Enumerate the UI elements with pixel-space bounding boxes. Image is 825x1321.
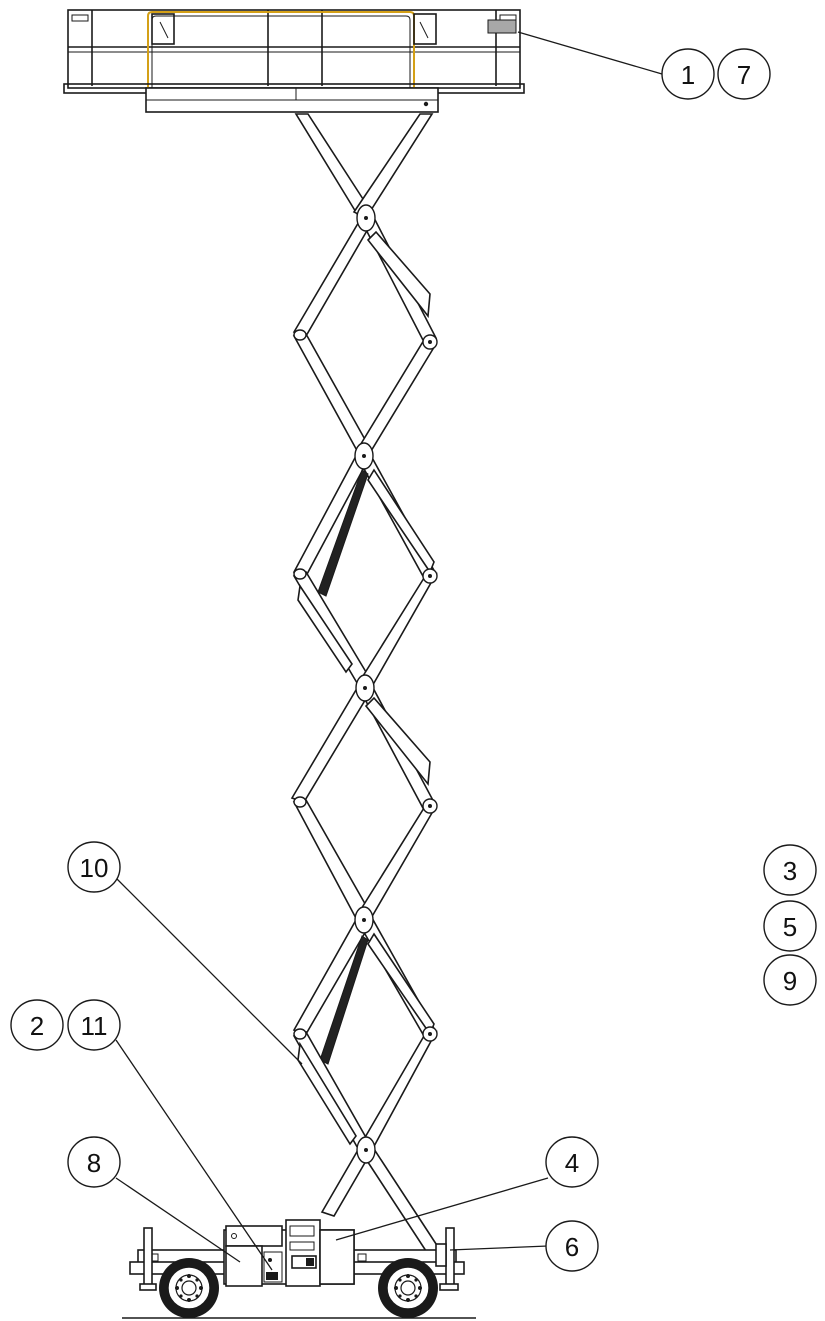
callout-1-label: 1 xyxy=(681,60,695,90)
callout-8: 8 xyxy=(67,1136,121,1188)
platform xyxy=(63,9,525,113)
leader-lines xyxy=(115,31,663,1271)
callout-6: 6 xyxy=(545,1220,599,1272)
callout-5: 5 xyxy=(763,900,817,952)
callout-11-label: 11 xyxy=(81,1011,108,1041)
wheel-front xyxy=(159,1258,219,1318)
callout-4: 4 xyxy=(545,1136,599,1188)
callout-9: 9 xyxy=(763,954,817,1006)
callout-3-label: 3 xyxy=(783,856,797,886)
callout-3: 3 xyxy=(763,844,817,896)
callout-10-label: 10 xyxy=(80,853,109,883)
component-tray xyxy=(223,1219,355,1287)
entry-gate xyxy=(147,11,437,88)
callout-2: 2 xyxy=(10,999,64,1051)
strut-lower xyxy=(319,935,369,1065)
callout-7-label: 7 xyxy=(737,60,751,90)
outrigger-left xyxy=(139,1227,157,1291)
callout-8-label: 8 xyxy=(87,1148,101,1178)
outrigger-right xyxy=(435,1227,459,1291)
platform-decal xyxy=(487,19,517,34)
callout-1: 1 xyxy=(661,48,715,100)
strut-upper xyxy=(317,469,369,597)
callout-7: 7 xyxy=(717,48,771,100)
scissor-stack xyxy=(290,113,442,1255)
callout-9-label: 9 xyxy=(783,966,797,996)
chassis xyxy=(122,1219,476,1319)
wheel-rear xyxy=(378,1258,438,1318)
callout-5-label: 5 xyxy=(783,912,797,942)
callout-6-label: 6 xyxy=(565,1232,579,1262)
callout-11: 11 xyxy=(67,999,121,1051)
callout-4-label: 4 xyxy=(565,1148,579,1178)
callout-2-label: 2 xyxy=(30,1011,44,1041)
callout-10: 10 xyxy=(67,841,121,893)
